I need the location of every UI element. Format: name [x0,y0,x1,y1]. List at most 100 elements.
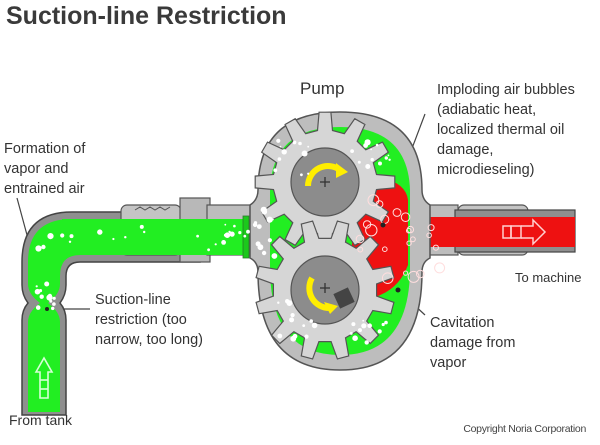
imploding-bubble [375,200,384,209]
imploding-bubble [406,240,412,246]
imploding-bubble [426,232,432,239]
bubble [377,329,382,334]
bubble [304,334,309,339]
bubble [285,299,290,304]
bubble [350,149,354,154]
bubble [370,148,372,151]
bubble [349,331,353,335]
curved-arrow-icon [306,276,331,311]
bubble [311,322,318,329]
bubble [124,236,127,239]
imploding-bubble [362,220,372,229]
imploding-bubble [367,194,380,207]
imploding-bubble [410,236,416,243]
bubble [246,229,250,234]
bubble [252,222,258,227]
label-to-machine: To machine [515,270,582,285]
bubble [271,253,278,259]
bubble [351,322,356,327]
bubble [365,164,371,169]
bubble [35,305,41,310]
bubble [273,168,278,173]
imploding-bubble [381,272,394,285]
bubble [35,245,42,252]
bubble [196,234,200,238]
curved-arrow-head [336,163,348,178]
bubble [261,250,267,256]
label-formation: Formation of vapor and entrained air [4,141,86,197]
bubble [384,156,388,160]
bubble [112,237,115,241]
bubble [361,323,367,329]
bubble [384,320,388,325]
bubble [243,234,247,238]
bubble [309,319,314,323]
bubble [281,149,287,155]
leader-dot [395,287,401,293]
bubble [52,296,56,300]
bubble [44,281,50,287]
bubble [272,218,274,221]
bubble [261,209,268,215]
bubble [276,138,281,143]
right-arrow-icon [502,218,547,246]
bubble [279,145,282,148]
bubble [307,172,310,175]
curved-arrow-icon [305,163,342,187]
bubble [352,335,358,342]
bubble [207,248,211,252]
bubble [255,241,261,247]
label-restriction: Suction-line restriction (too narrow, to… [95,292,204,348]
imploding-bubble [355,234,365,244]
imploding-bubble [406,227,412,234]
bubble [139,224,144,229]
bubble [47,233,54,240]
bubble [300,173,303,177]
label-imploding-bubbles: Imploding air bubbles (adiabatic heat, l… [437,82,575,178]
lower-shaft [290,255,360,325]
imploding-bubble [392,208,402,217]
imploding-bubble [432,244,439,251]
leader-dot [45,307,49,311]
imploding-bubble [382,246,388,252]
up-arrow-icon [34,356,54,399]
imploding-bubble [407,270,420,283]
bubble [292,140,297,145]
imploding-bubble [416,269,425,279]
bubble [47,293,53,298]
bubble [290,335,297,342]
bubble [388,158,391,161]
plus-icon [320,283,330,293]
air-bubbles [34,138,391,345]
bubble [362,319,365,322]
bubble [229,231,235,237]
plus-icon [320,177,330,187]
bubble [233,224,236,228]
bubble [35,285,38,288]
bubble [69,234,74,239]
label-from-tank: From tank [9,412,73,428]
copyright: Copyright Noria Corporation [463,423,586,435]
bubble [49,299,53,303]
diagram-title: Suction-line Restriction [6,2,287,30]
bubble [381,322,385,327]
bubble [301,150,308,157]
bubble [364,340,369,345]
bubble [39,294,44,299]
imploding-bubble [403,270,409,276]
bubble [266,216,273,223]
bubble [302,324,306,327]
bubble [60,233,65,238]
imploding-bubble [357,246,364,253]
bubble [68,240,72,243]
bubble [52,302,56,306]
bubble [224,223,227,226]
imploding-bubble [427,224,435,232]
bubble [267,238,272,243]
bubble [298,141,302,146]
bubble [224,232,231,238]
bubble [143,230,146,234]
upper-shaft [290,147,360,217]
bubble [256,224,262,230]
